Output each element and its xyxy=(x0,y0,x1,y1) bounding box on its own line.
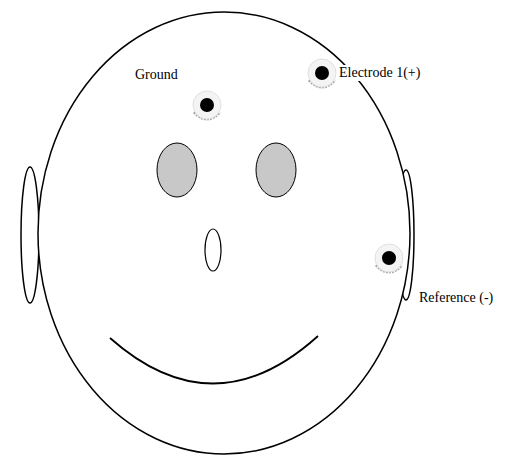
ground-label: Ground xyxy=(134,67,179,83)
left-ear xyxy=(21,167,39,303)
reference-electrode xyxy=(375,244,403,272)
mouth xyxy=(110,336,318,384)
ground-electrode xyxy=(193,91,221,119)
electrode-label: Electrode 1(+) xyxy=(338,65,421,81)
left-eye xyxy=(157,143,197,197)
reference-label: Reference (-) xyxy=(418,290,494,306)
right-eye xyxy=(256,143,296,197)
electrode-1 xyxy=(308,59,336,87)
nose xyxy=(205,229,221,271)
